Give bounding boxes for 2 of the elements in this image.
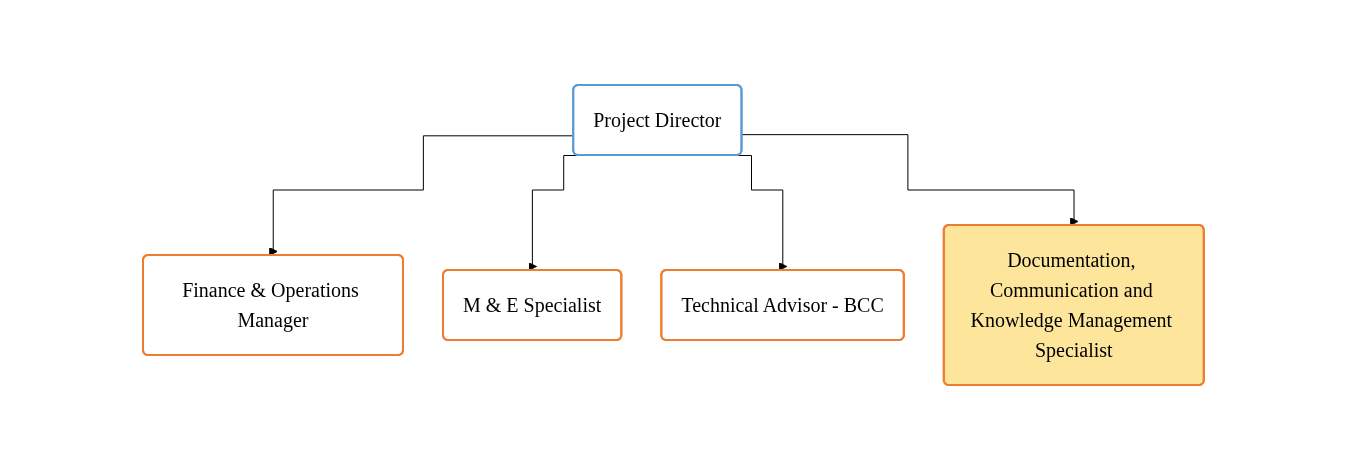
node-text: Finance & Operations Manager (181, 279, 359, 331)
arrow (741, 134, 1079, 226)
